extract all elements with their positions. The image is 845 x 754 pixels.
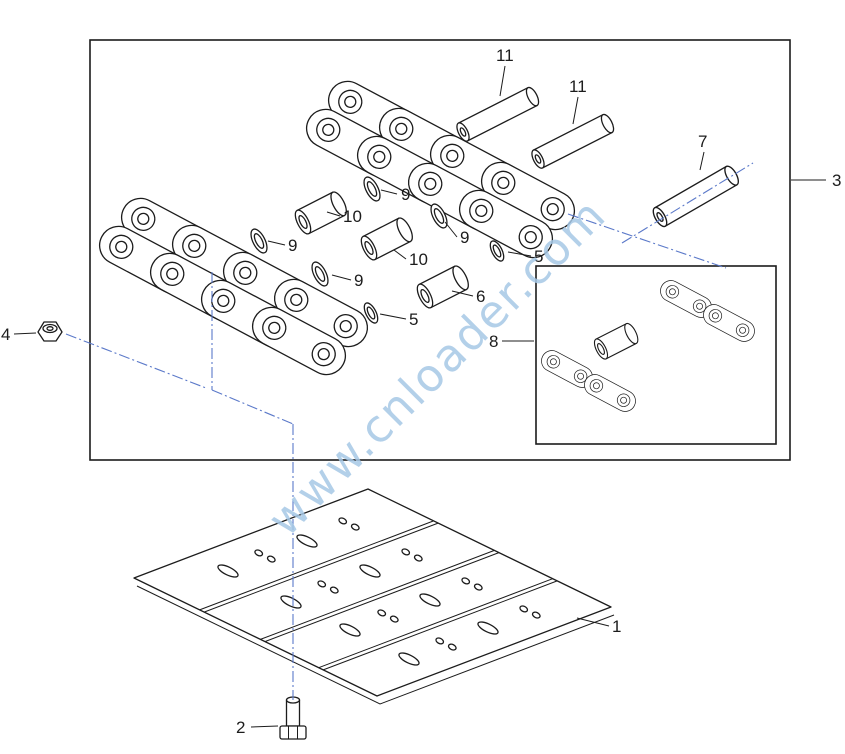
callout-4: 4: [1, 325, 10, 344]
nut: [37, 321, 63, 342]
bushing: [591, 321, 642, 362]
seal-9: [308, 259, 332, 289]
callout-2: 2: [236, 718, 245, 737]
callout-5-a: 5: [534, 247, 543, 266]
detail-bushing: [591, 321, 642, 362]
callout-line: [507, 251, 532, 257]
detail-box-border: [535, 265, 777, 445]
centerline: [65, 333, 207, 389]
bushing-10: [291, 189, 351, 237]
callout-line: [326, 211, 341, 217]
callout-3: 3: [832, 171, 841, 190]
pin-11: [453, 84, 542, 144]
callout-line: [444, 221, 458, 238]
seal-9: [247, 226, 271, 256]
callout-line: [451, 290, 474, 297]
centerline: [621, 162, 754, 244]
callout-line: [379, 313, 407, 320]
detail-link-pair-lower: [537, 346, 640, 416]
bolt: [279, 696, 307, 740]
callout-11-right: 11: [569, 77, 587, 96]
callout-line: [393, 249, 407, 260]
track-shoe-plates: [133, 488, 615, 705]
detail-link-pair-upper: [656, 276, 759, 346]
pin-7: [649, 163, 742, 230]
callout-7: 7: [698, 132, 707, 151]
callout-labels: 11 11 7 3 9 10 9 9 10 9 5 6 5 8 4 1 2: [1, 46, 841, 737]
bushing-6: [413, 263, 473, 311]
track-link: [699, 300, 759, 346]
callout-11-left: 11: [496, 46, 514, 65]
callout-line: [699, 151, 705, 171]
callout-9-b: 9: [288, 236, 297, 255]
pin-11: [528, 111, 617, 171]
callout-line: [13, 332, 37, 335]
callout-5-b: 5: [409, 310, 418, 329]
callout-line: [331, 274, 352, 281]
callout-9-a: 9: [401, 185, 410, 204]
centerline: [567, 213, 727, 269]
callout-6: 6: [476, 287, 485, 306]
callout-line: [250, 725, 279, 728]
callout-10-b: 10: [409, 250, 428, 269]
bushing-10: [357, 215, 417, 263]
callout-9-c: 9: [460, 228, 469, 247]
centerlines: [65, 162, 754, 700]
callout-line: [499, 65, 506, 97]
callout-line: [380, 189, 398, 195]
callout-leader-lines: [13, 65, 826, 728]
callout-1: 1: [612, 617, 621, 636]
callout-line: [572, 96, 579, 125]
callout-line: [267, 240, 286, 246]
callout-10-a: 10: [343, 207, 362, 226]
callout-8: 8: [489, 332, 498, 351]
callout-line: [576, 617, 610, 627]
track-link: [580, 370, 640, 416]
centerline: [211, 389, 294, 425]
callout-9-d: 9: [354, 271, 363, 290]
drawing-border: [89, 39, 791, 461]
